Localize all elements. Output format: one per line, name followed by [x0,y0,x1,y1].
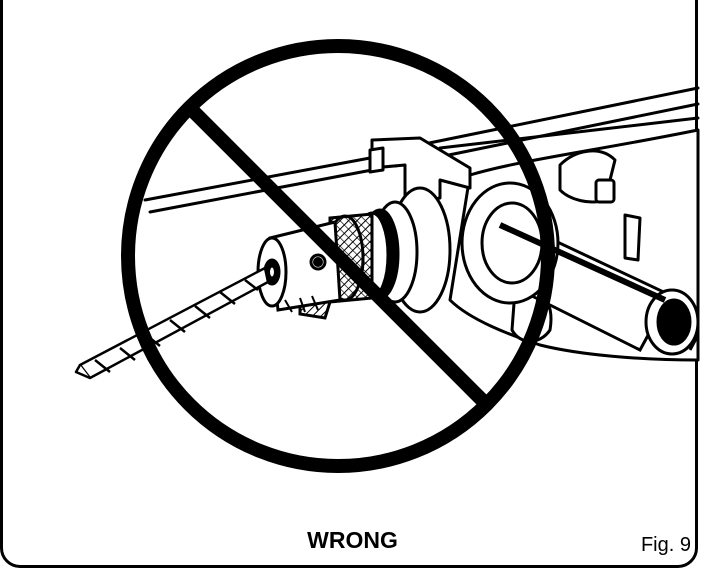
drill-chuck [256,220,342,313]
spindle-collars [354,186,452,314]
prohibition-sign-icon [121,39,555,473]
figure-label: Fig. 9 [640,534,691,556]
feed-handle [460,181,700,356]
caption-wrong: WRONG [307,527,398,553]
drill-bit [74,266,270,380]
rail-bracket [368,136,472,207]
